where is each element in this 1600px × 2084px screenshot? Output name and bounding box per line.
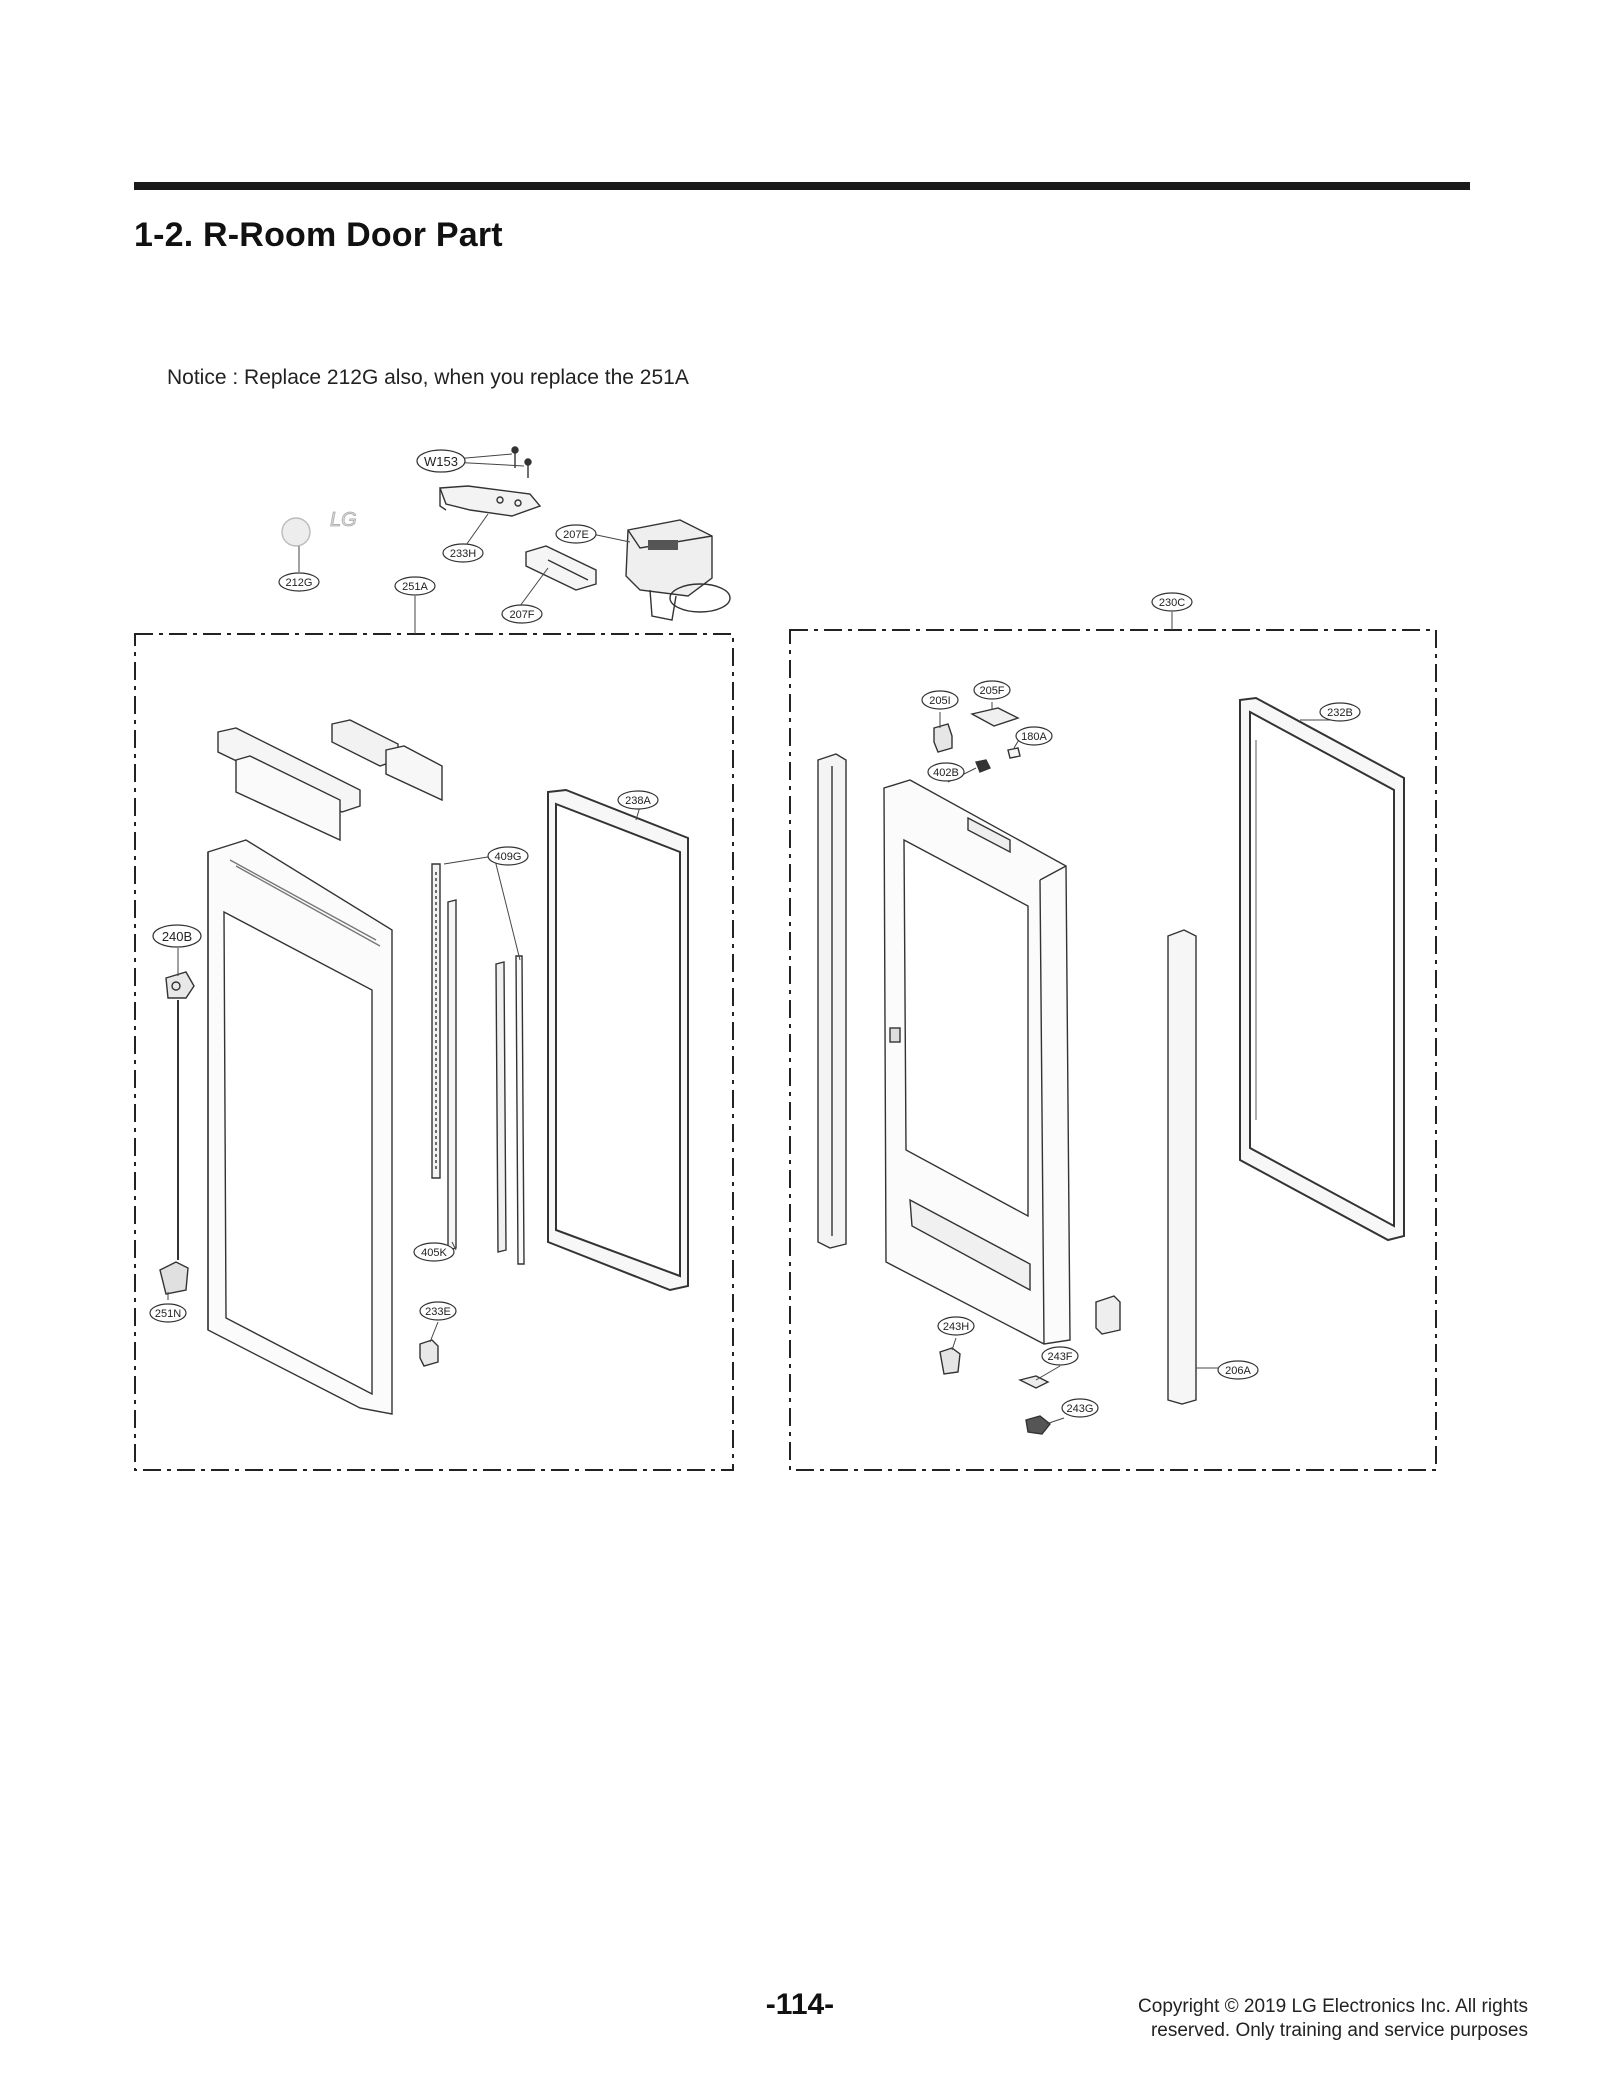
callout-label-409g: 409G	[495, 851, 522, 863]
callout-212g	[278, 572, 320, 592]
side-trim-part	[1167, 929, 1197, 1405]
callout-251n	[149, 1303, 187, 1323]
cap-part	[933, 707, 1021, 773]
door-trim-part	[817, 753, 847, 1249]
bracket-part	[525, 545, 597, 591]
callout-label-w153: W153	[424, 454, 458, 469]
callout-243g	[1061, 1398, 1099, 1418]
callout-label-207e: 207E	[563, 529, 589, 541]
copyright-notice: Copyright © 2019 LG Electronics Inc. All…	[928, 1995, 1528, 2043]
callout-label-232b: 232B	[1327, 707, 1353, 719]
callout-405k	[413, 1242, 455, 1262]
copyright-line-1: Copyright © 2019 LG Electronics Inc. All…	[1138, 1996, 1528, 2017]
callout-label-240b: 240B	[162, 929, 192, 944]
assembly-230c-boundary	[789, 629, 1437, 1471]
callout-label-402b: 402B	[933, 767, 959, 779]
door-panel-part	[207, 839, 393, 1415]
callout-243f	[1041, 1346, 1079, 1366]
callout-label-238a: 238A	[625, 795, 651, 807]
callout-label-233e: 233E	[425, 1306, 451, 1318]
callout-label-405k: 405K	[421, 1247, 447, 1259]
page-number: -114-	[765, 1988, 835, 2021]
callout-230c	[1151, 592, 1193, 612]
callout-label-205i: 205I	[929, 695, 950, 707]
callout-180a	[1015, 726, 1053, 746]
callout-251a	[394, 576, 436, 596]
callout-label-180a: 180A	[1021, 731, 1047, 743]
upper-bracket-part	[217, 719, 443, 842]
callout-240b	[152, 924, 202, 948]
door-liner-part	[883, 779, 1071, 1345]
callout-206a	[1217, 1360, 1259, 1380]
callout-233e	[419, 1301, 457, 1321]
callout-w153	[416, 449, 466, 473]
hinge-pin-part	[939, 1295, 1121, 1435]
header-rule	[134, 182, 1470, 190]
hinge-assembly-part	[159, 971, 195, 1295]
callout-207e	[555, 524, 597, 544]
lg-logo-emblem: LG	[281, 509, 357, 547]
callout-label-243f: 243F	[1047, 1351, 1072, 1363]
screw-part	[511, 446, 532, 478]
callout-243h	[937, 1316, 975, 1336]
copyright-line-2: reserved. Only training and service purp…	[1150, 2020, 1528, 2041]
light-strip-part	[431, 863, 525, 1265]
callout-207f	[501, 604, 543, 624]
callout-409g	[487, 846, 529, 866]
assembly-251a-boundary	[134, 633, 734, 1471]
callout-205f	[973, 680, 1011, 700]
hinge-part	[439, 485, 542, 517]
callout-label-212g: 212G	[286, 577, 313, 589]
callout-232b	[1319, 702, 1361, 722]
hinge-cover-part	[625, 519, 731, 621]
callout-402b	[927, 762, 965, 782]
callout-label-230c: 230C	[1159, 597, 1185, 609]
callout-233h	[442, 543, 484, 563]
right-door-gasket-part	[1239, 696, 1405, 1242]
door-gasket-part	[547, 788, 689, 1292]
callout-label-251n: 251N	[155, 1308, 181, 1320]
callout-label-251a: 251A	[402, 581, 428, 593]
stopper-part	[419, 1339, 439, 1367]
callout-205i	[921, 690, 959, 710]
replacement-notice: Notice : Replace 212G also, when you rep…	[167, 366, 689, 389]
callout-label-243g: 243G	[1067, 1403, 1094, 1415]
callout-label-205f: 205F	[979, 685, 1004, 697]
callout-label-206a: 206A	[1225, 1365, 1251, 1377]
page-title: 1-2. R-Room Door Part	[134, 216, 503, 254]
callout-label-233h: 233H	[450, 548, 476, 560]
callout-238a	[617, 790, 659, 810]
svg-text:LG: LG	[330, 509, 357, 531]
callout-label-207f: 207F	[509, 609, 534, 621]
callout-label-243h: 243H	[943, 1321, 969, 1333]
